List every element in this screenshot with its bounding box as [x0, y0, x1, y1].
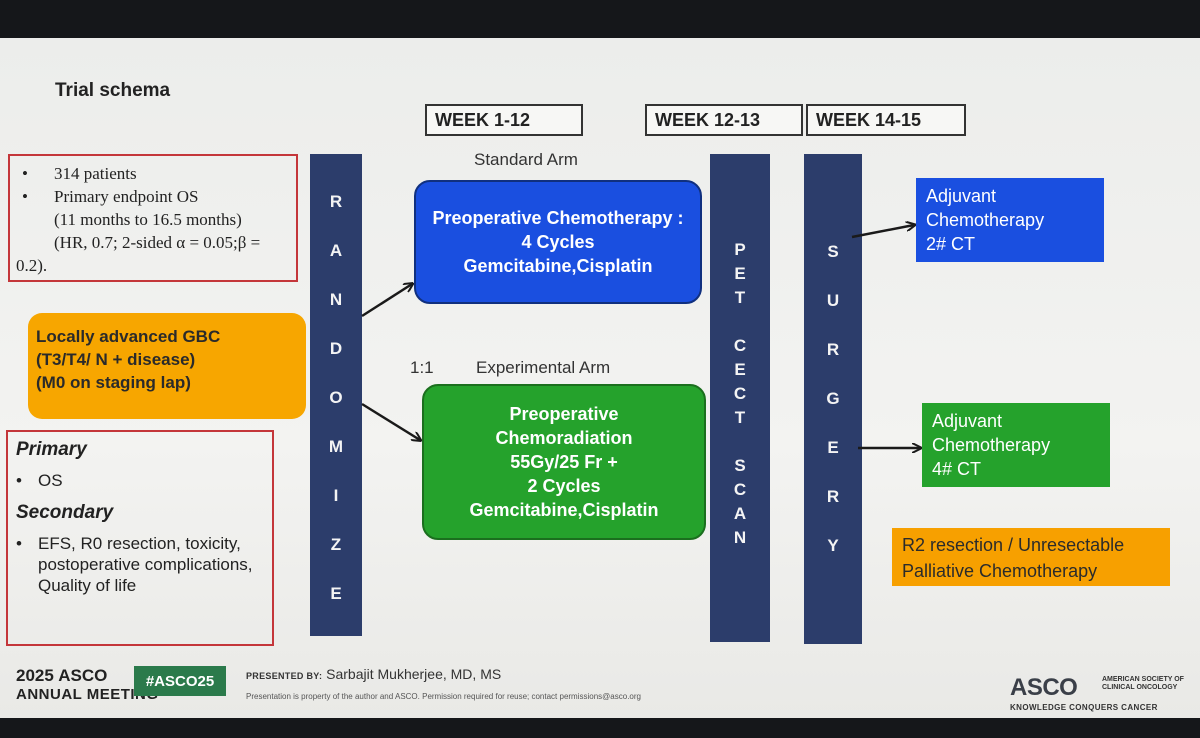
meeting-asco: ASCO — [58, 666, 108, 685]
population-line: (T3/T4/ N + disease) — [36, 350, 196, 369]
permission-notice: Presentation is property of the author a… — [246, 692, 641, 701]
annual-meeting-label: ANNUAL MEETING — [16, 686, 159, 703]
experimental-arm-label: Experimental Arm — [476, 358, 611, 377]
presenter-name: Sarbajit Mukherjee, MD, MS — [326, 666, 502, 682]
randomize-letter: R — [329, 192, 343, 211]
meeting-year: 2025 — [16, 666, 54, 685]
week-header-2: WEEK 12-13 — [645, 104, 803, 136]
design-line: •314 patients — [22, 164, 137, 183]
surgery-letter: R — [826, 340, 840, 359]
pet-letter: S — [734, 456, 746, 475]
pet-letter: A — [733, 504, 747, 523]
design-line: (11 months to 16.5 months) — [54, 210, 242, 229]
primary-heading: Primary — [16, 439, 87, 460]
arrow-to-experimental-arm — [361, 402, 420, 440]
ratio-label: 1:1 — [410, 358, 434, 377]
randomize-letter: I — [333, 486, 339, 505]
design-line: 0.2). — [16, 256, 48, 275]
adjuvant-standard-line: Chemotherapy — [926, 210, 1045, 230]
week-header-3: WEEK 14-15 — [806, 104, 966, 136]
secondary-heading: Secondary — [16, 502, 114, 523]
pet-letter: T — [734, 288, 746, 307]
r2-line: R2 resection / Unresectable — [902, 535, 1125, 555]
randomize-letter: Z — [330, 535, 342, 554]
experimental-arm-box: Preoperative Chemoradiation 55Gy/25 Fr +… — [422, 384, 706, 540]
slide-title: Trial schema — [55, 80, 171, 101]
society-name: AMERICAN SOCIETY OF CLINICAL ONCOLOGY — [1102, 676, 1184, 691]
design-box: •314 patients •Primary endpoint OS (11 m… — [8, 154, 298, 282]
randomize-letter: M — [328, 437, 344, 456]
population-line: (M0 on staging lap) — [36, 373, 191, 392]
r2-resection-box: R2 resection / Unresectable Palliative C… — [892, 528, 1170, 586]
experimental-arm-line: Chemoradiation — [495, 428, 633, 448]
standard-arm-box: Preoperative Chemotherapy : 4 Cycles Gem… — [414, 180, 702, 304]
adjuvant-experimental-line: Chemotherapy — [932, 435, 1051, 455]
pet-letter: P — [734, 240, 746, 259]
secondary-item: •EFS, R0 resection, toxicity, postoperat… — [16, 534, 253, 595]
surgery-letter: E — [827, 438, 839, 457]
pet-letter: E — [734, 360, 746, 379]
standard-arm-line: 4 Cycles — [521, 232, 595, 252]
experimental-arm-line: Preoperative — [509, 404, 619, 424]
population-line: Locally advanced GBC — [36, 327, 221, 346]
design-line: •Primary endpoint OS — [22, 187, 199, 206]
pet-letter: C — [733, 384, 747, 403]
week-header-1: WEEK 1-12 — [425, 104, 583, 136]
standard-arm-line: Gemcitabine,Cisplatin — [463, 256, 653, 276]
surgery-letter: Y — [827, 536, 839, 555]
tagline: KNOWLEDGE CONQUERS CANCER — [1010, 703, 1158, 712]
standard-arm-label: Standard Arm — [474, 150, 578, 169]
adjuvant-standard-line: 2# CT — [926, 234, 976, 254]
pet-letter: N — [733, 528, 747, 547]
randomize-letter: E — [330, 584, 342, 603]
population-box: Locally advanced GBC (T3/T4/ N + disease… — [28, 313, 306, 419]
design-line: (HR, 0.7; 2-sided α = 0.05;β = — [54, 233, 261, 252]
pet-cect-scan-bar: P E T C E C T S C A N — [710, 154, 770, 642]
endpoints-box: Primary •OS Secondary •EFS, R0 resection… — [6, 430, 274, 646]
experimental-arm-line: 55Gy/25 Fr + — [510, 452, 618, 472]
adjuvant-standard-line: Adjuvant — [926, 186, 997, 206]
asco-logo-text: ASCO — [1010, 674, 1078, 701]
pet-letter: C — [733, 336, 747, 355]
randomize-letter: A — [329, 241, 343, 260]
pet-letter: E — [734, 264, 746, 283]
randomize-bar: R A N D O M I Z E — [310, 154, 362, 636]
surgery-letter: S — [827, 242, 839, 261]
surgery-letter: G — [826, 389, 840, 408]
surgery-letter: U — [826, 291, 840, 310]
experimental-arm-line: Gemcitabine,Cisplatin — [469, 500, 659, 520]
pet-letter: C — [733, 480, 747, 499]
presenter-line: PRESENTED BY: Sarbajit Mukherjee, MD, MS — [246, 666, 501, 682]
asco-logo: ASCO AMERICAN SOCIETY OF CLINICAL ONCOLO… — [1010, 674, 1184, 712]
surgery-letter: R — [826, 487, 840, 506]
presented-by-label: PRESENTED BY: — [246, 671, 323, 681]
arrow-to-adjuvant-standard — [851, 225, 914, 239]
hashtag-badge: #ASCO25 — [134, 666, 226, 696]
pet-letter: T — [734, 408, 746, 427]
adjuvant-experimental-box: Adjuvant Chemotherapy 4# CT — [922, 403, 1110, 487]
randomize-letter: O — [329, 388, 343, 407]
adjuvant-experimental-line: 4# CT — [932, 459, 982, 479]
adjuvant-experimental-line: Adjuvant — [932, 411, 1003, 431]
asco-annual-meeting-logo: 2025 ASCO ANNUAL MEETING — [16, 666, 159, 703]
adjuvant-standard-box: Adjuvant Chemotherapy 2# CT — [916, 178, 1104, 262]
randomize-letter: N — [329, 290, 343, 309]
standard-arm-line: Preoperative Chemotherapy : — [432, 208, 684, 228]
primary-item: •OS — [16, 471, 63, 490]
r2-line: Palliative Chemotherapy — [902, 561, 1098, 581]
randomize-letter: D — [329, 339, 343, 358]
arrow-to-standard-arm — [361, 284, 412, 318]
experimental-arm-line: 2 Cycles — [527, 476, 601, 496]
